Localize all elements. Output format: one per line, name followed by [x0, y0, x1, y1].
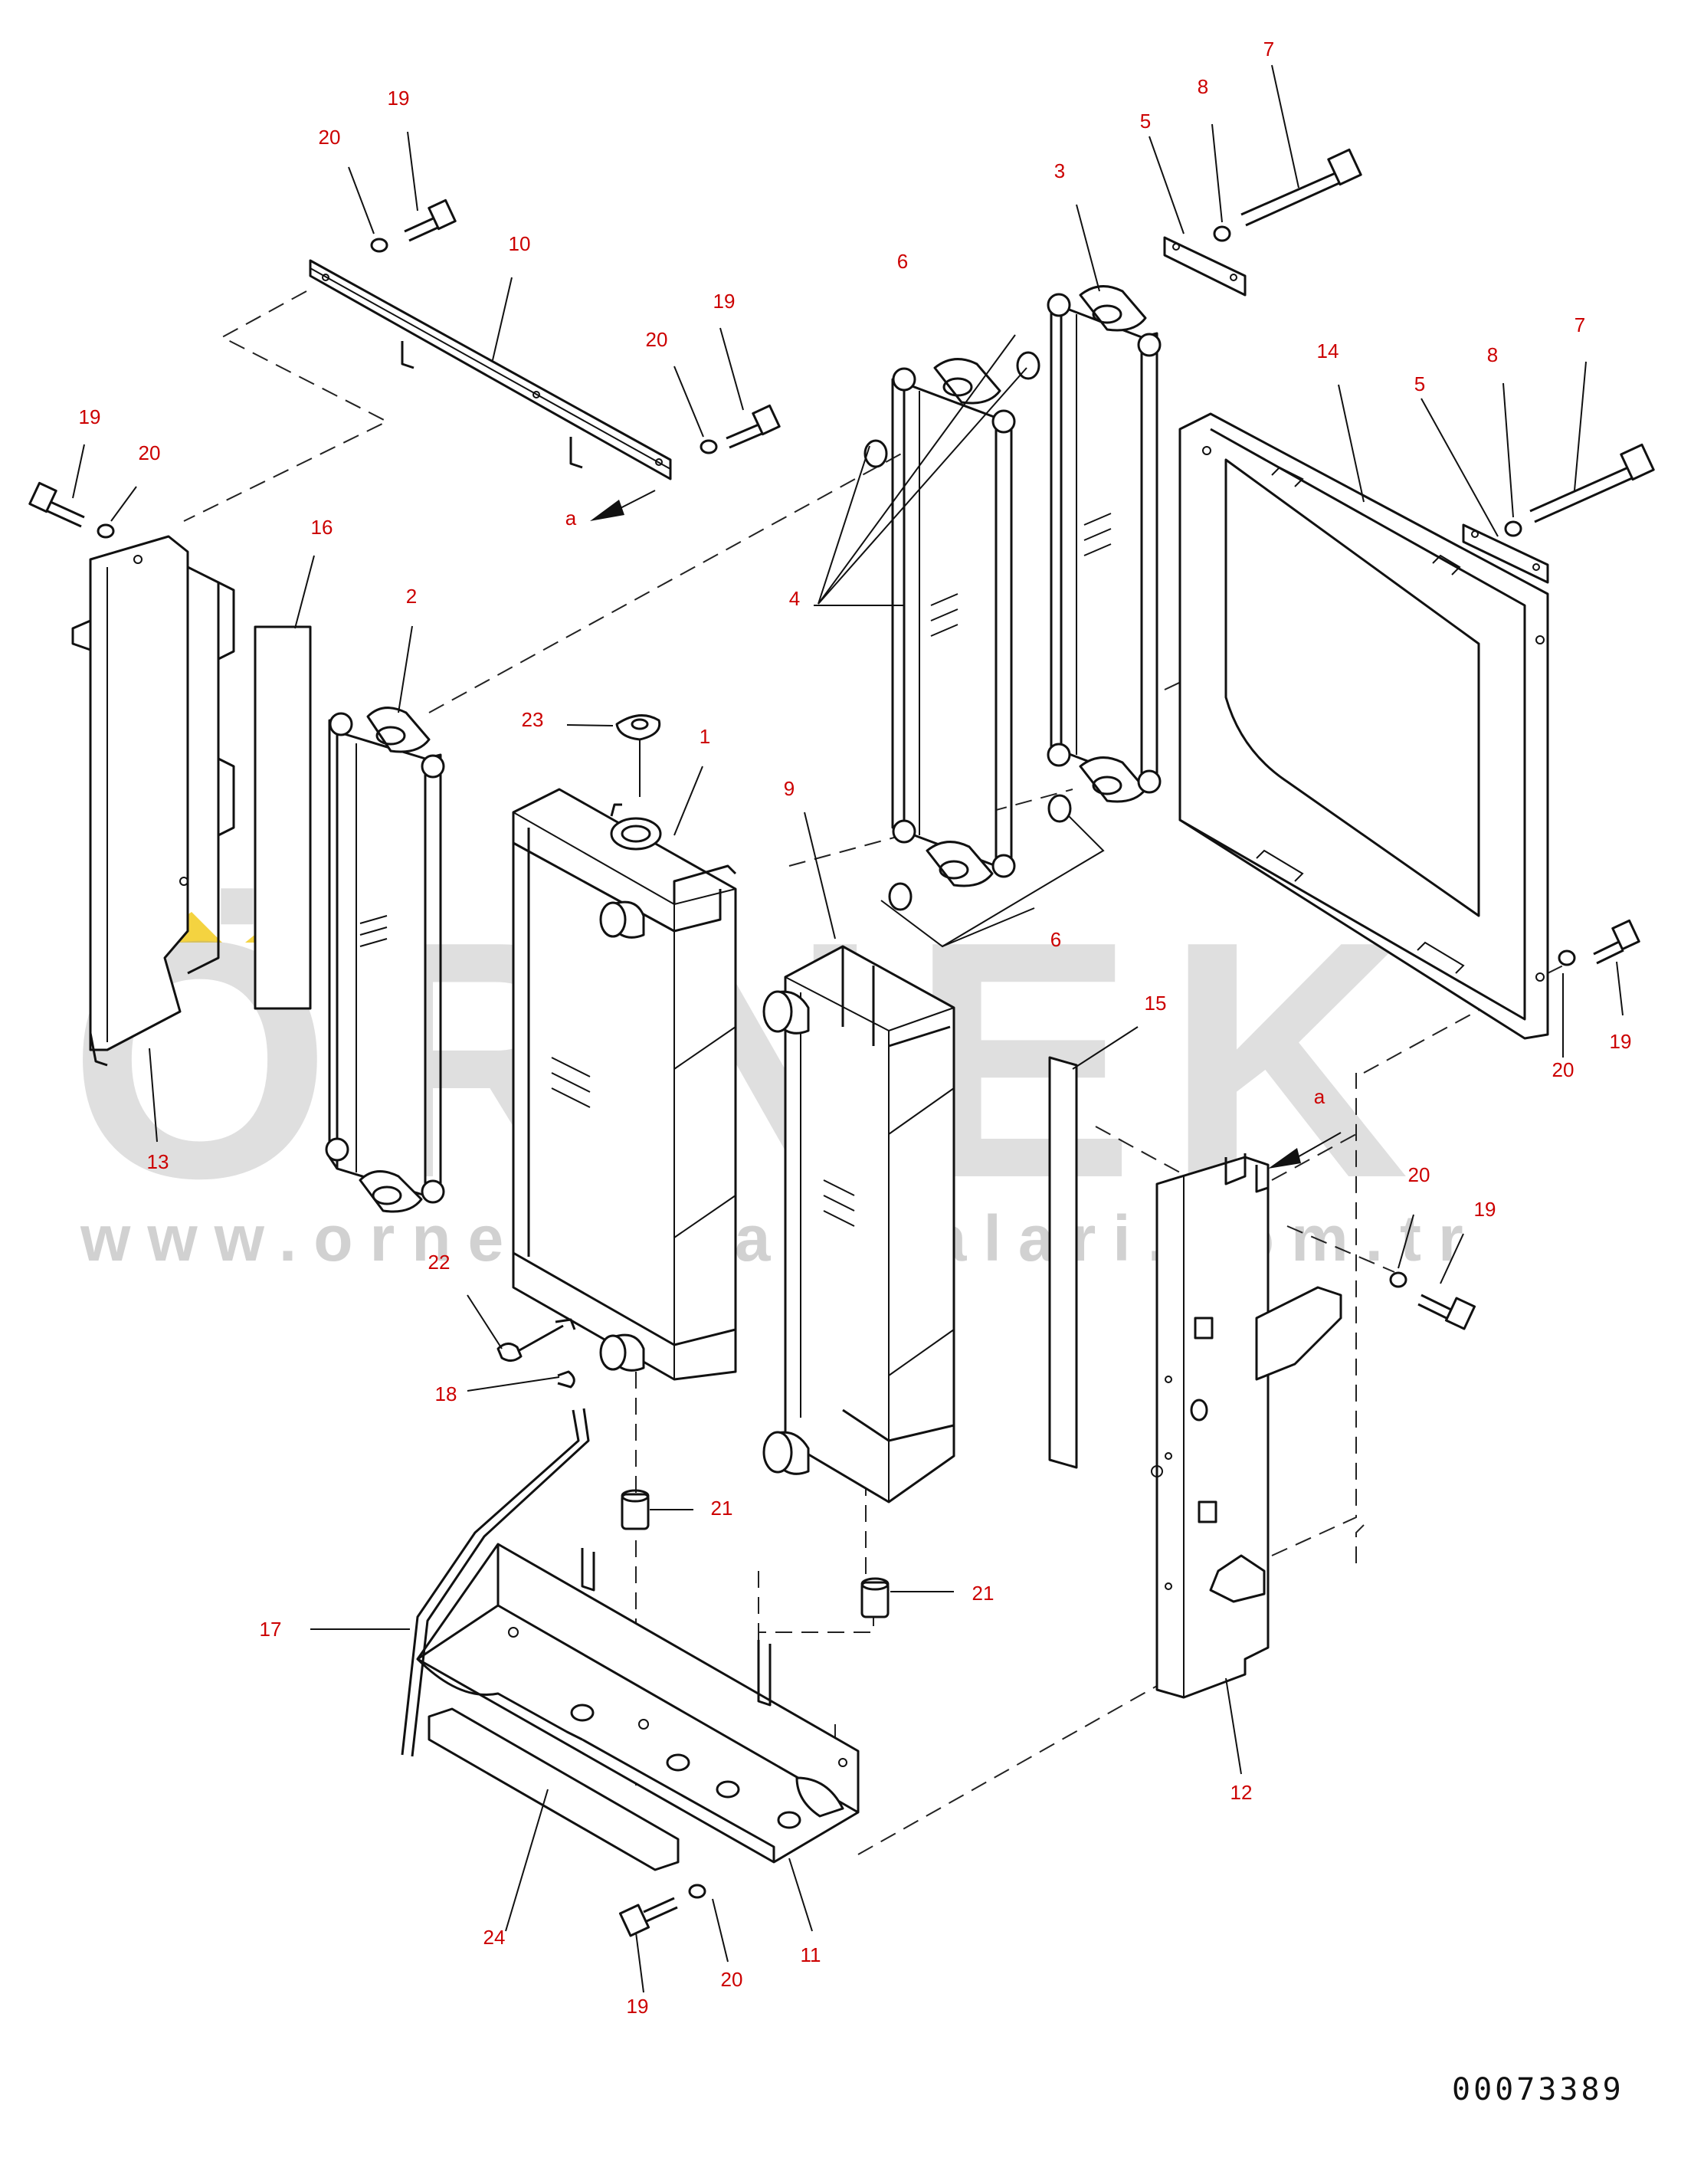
bolt-19-left: [28, 481, 85, 528]
fasteners: [28, 148, 1655, 1937]
part-17-drain-hose: [401, 1408, 590, 1757]
part-21-bushings: [621, 1489, 890, 1618]
callout-24: 24: [483, 1926, 506, 1949]
callout-12: 12: [1230, 1781, 1253, 1804]
part-13-left-side-plate: [71, 535, 235, 1067]
callout-19: 19: [713, 290, 736, 313]
part-15-seal-strip: [1048, 1056, 1078, 1469]
part-16-seal-strip: [254, 625, 312, 1010]
callout-19: 19: [1474, 1198, 1496, 1221]
drawing-number: 00073389: [1452, 2072, 1624, 2107]
part-2-oil-cooler: [325, 707, 445, 1213]
callout-1: 1: [700, 725, 710, 748]
callout-labels: 19 20 10 19 20 a 19 20 16 2 13 23 1 9 6 …: [79, 38, 1632, 2018]
part-3-cooler: [1047, 285, 1162, 803]
bolt-19-top: [404, 198, 457, 242]
washer-20-top: [370, 238, 388, 253]
view-arrow-a: [590, 490, 1342, 1169]
leader-lines: [72, 64, 1624, 1993]
part-10-upper-bracket: [309, 259, 672, 480]
washer-20-bottom: [688, 1884, 706, 1899]
callout-a: a: [1314, 1085, 1325, 1108]
callout-2: 2: [406, 585, 417, 608]
callout-20: 20: [139, 441, 161, 464]
callout-19: 19: [388, 87, 410, 110]
bolt-19-right: [1593, 919, 1640, 965]
washer-20-right: [1558, 949, 1576, 966]
bolt-19-lower-right: [1417, 1294, 1476, 1330]
callout-20: 20: [721, 1968, 743, 1991]
part-12-right-side-plate: [1151, 1153, 1342, 1699]
bushing-set: [570, 1704, 801, 1829]
bolt-19-bottom: [618, 1897, 678, 1937]
callout-8: 8: [1198, 75, 1208, 98]
washer-8-right: [1504, 520, 1522, 537]
watermark-url: www.ornekismakinalari.com.tr: [80, 1202, 1480, 1274]
callout-19: 19: [627, 1995, 649, 2018]
washer-20-middle: [700, 439, 718, 454]
washer-20-left: [97, 523, 115, 539]
washer-8-top: [1213, 225, 1231, 242]
part-22-drain-valve: [496, 1318, 576, 1362]
callout-22: 22: [428, 1251, 451, 1274]
bolt-19-middle: [726, 404, 781, 449]
washer-20-lower-right: [1389, 1271, 1407, 1288]
callout-13: 13: [147, 1150, 169, 1173]
callout-19: 19: [79, 405, 101, 428]
callout-9: 9: [784, 777, 795, 800]
callout-8: 8: [1487, 343, 1498, 366]
part-5-brackets: [1163, 236, 1549, 584]
callout-10: 10: [509, 232, 531, 255]
callout-5: 5: [1414, 372, 1425, 395]
callout-21: 21: [711, 1497, 733, 1520]
callout-20: 20: [1552, 1058, 1575, 1081]
part-24-seal-strip: [428, 1707, 680, 1871]
callout-15: 15: [1145, 992, 1167, 1015]
bolt-7-right: [1529, 443, 1655, 523]
callout-19: 19: [1610, 1030, 1632, 1053]
callout-16: 16: [311, 516, 333, 539]
callout-20: 20: [646, 328, 668, 351]
callout-a: a: [565, 507, 577, 530]
part-11-bottom-tray: [416, 1543, 860, 1864]
part-9-aftercooler: [762, 945, 955, 1504]
callout-18: 18: [435, 1382, 457, 1405]
part-4-cooler: [891, 358, 1016, 887]
bolt-7-top: [1240, 148, 1362, 227]
callout-21: 21: [972, 1582, 995, 1605]
part-23-radiator-cap: [615, 714, 661, 797]
part-14-shroud: [1178, 412, 1549, 1040]
callout-5: 5: [1140, 110, 1151, 133]
callout-20: 20: [1408, 1163, 1430, 1186]
callout-6: 6: [1050, 928, 1061, 951]
part-18-hose-clip: [557, 1370, 575, 1389]
callout-3: 3: [1054, 159, 1065, 182]
callout-4: 4: [789, 587, 800, 610]
callout-14: 14: [1317, 339, 1339, 362]
callout-6: 6: [897, 250, 908, 273]
callout-20: 20: [319, 126, 341, 149]
callout-7: 7: [1575, 313, 1585, 336]
part-1-radiator: [512, 788, 737, 1381]
callout-11: 11: [801, 1943, 821, 1966]
callout-7: 7: [1263, 38, 1274, 61]
callout-17: 17: [260, 1618, 282, 1641]
callout-23: 23: [522, 708, 544, 731]
